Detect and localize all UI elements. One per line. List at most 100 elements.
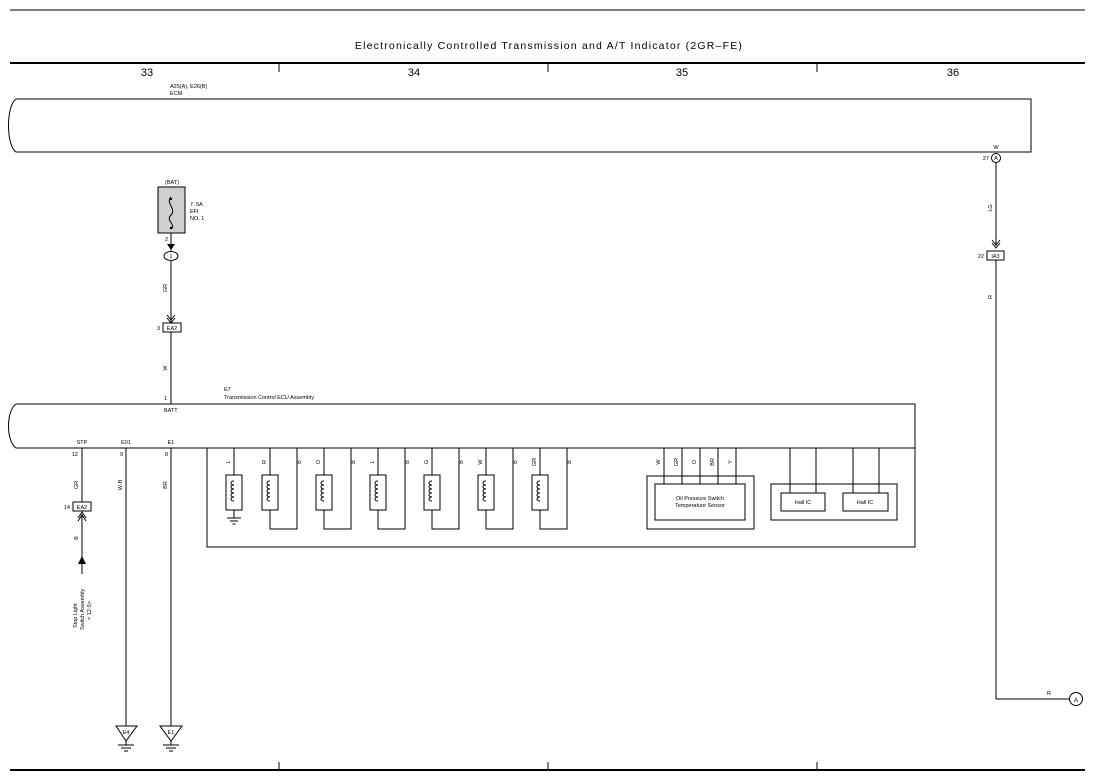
connector-arrow xyxy=(991,239,1001,249)
ecm-pin-number: 27 xyxy=(983,156,989,162)
stp-gr-label: GR xyxy=(74,481,80,489)
tcu-box xyxy=(8,403,916,449)
solenoid-return-wire xyxy=(269,448,298,530)
ia3-pin: 22 xyxy=(978,254,984,260)
sensor-inner-box xyxy=(654,483,746,521)
solenoid-coil xyxy=(536,480,541,502)
gr-wire-label: GR xyxy=(163,284,169,292)
column-number: 33 xyxy=(141,67,153,79)
ecm-pin-wire-color: W xyxy=(993,145,999,151)
column-number: 36 xyxy=(947,67,959,79)
ea2-stp-pin: 14 xyxy=(64,505,70,511)
sensor-group: Oil Pressure Switch Temperature Sensor W… xyxy=(646,448,755,530)
ground-label: E1 xyxy=(168,730,175,736)
e01-wire-label: W-B xyxy=(118,479,124,490)
solenoid-coil xyxy=(320,480,325,502)
offpage-connector-letter: A xyxy=(1074,697,1079,704)
hall-ic-label: Hall IC xyxy=(857,500,874,506)
solenoid-wire-label: L xyxy=(226,460,232,463)
ea2-top-pin: 3 xyxy=(157,326,160,332)
ground-wire-group: W-B BR E4 E1 xyxy=(115,448,183,752)
ea2-top-name: EA2 xyxy=(167,326,177,332)
tcu-batt-label: BATT xyxy=(164,408,178,414)
solenoid-wire-label: B xyxy=(297,460,303,464)
solenoid-return-wire xyxy=(431,448,460,530)
ecm-connector-letter: A xyxy=(994,156,998,162)
fuse-name: EFI xyxy=(190,209,199,215)
solenoid-wire-label: W xyxy=(478,459,484,465)
stop-light-label-line1: Stop Light xyxy=(73,603,79,628)
tcu-pin-label: STP xyxy=(77,440,88,446)
stp-b-label: B xyxy=(74,536,80,540)
ground-label: E4 xyxy=(123,730,130,736)
sensor-wire-label: BR xyxy=(710,458,716,466)
tcu-name: Transmission Control ECU Assembly xyxy=(224,395,314,401)
ground-triangle xyxy=(115,725,138,742)
solenoid-wire-label: B xyxy=(405,460,411,464)
page-title: Electronically Controlled Transmission a… xyxy=(355,40,743,52)
sensor-wire-label: W xyxy=(656,459,662,465)
e1-wire-label: BR xyxy=(163,481,169,489)
r-wire-bottom-label: R xyxy=(1047,691,1051,697)
fuse-rating: 7. 5A xyxy=(190,202,203,208)
solenoid-return-wire xyxy=(323,448,352,530)
solenoid-return-wire xyxy=(539,448,568,530)
sensor-label-line1: Oil Pressure Switch xyxy=(676,496,724,502)
tcu-internal-box xyxy=(206,447,916,548)
ecm-box xyxy=(8,98,1032,153)
solenoid-wire-label: B xyxy=(513,460,519,464)
stop-light-arrow xyxy=(78,556,86,564)
solenoid-wire-label: R xyxy=(262,460,268,464)
hall-ic-box xyxy=(842,492,889,512)
stop-light-label-line2: Switch Assembly xyxy=(80,588,86,630)
ea2-top-connector xyxy=(162,322,182,333)
fuse-number: NO. 1 xyxy=(190,216,204,222)
tcu-pin-number: 12 xyxy=(72,452,78,458)
ea2-stp-name: EA2 xyxy=(77,505,87,511)
fuse-group: (BAT) 7. 5A EFI NO. 1 2 1 GR EA2 3 W xyxy=(157,180,204,404)
tcu-block: E7 Transmission Control ECU Assembly 1 B… xyxy=(8,387,916,458)
hall-group: Hall IC Hall IC xyxy=(770,448,898,521)
tcu-pin-label: E1 xyxy=(168,440,175,446)
ecm-name: ECM xyxy=(170,91,183,97)
solenoid-wire-label: B xyxy=(567,460,573,464)
right-wire-group: LG IA3 22 R R A xyxy=(978,162,1083,706)
solenoid-wire-label: B xyxy=(351,460,357,464)
solenoid-wire-label: O xyxy=(316,459,322,464)
ground-triangle xyxy=(159,725,183,742)
tcu-pin-label: E01 xyxy=(121,440,131,446)
solenoid-wire-label: L xyxy=(370,460,376,463)
sensor-wire-label: GR xyxy=(674,458,680,466)
fuse-pin: 2 xyxy=(165,237,168,243)
sensor-label-line2: Temperature Sensor xyxy=(675,503,725,509)
solenoid-return-wire xyxy=(485,448,514,530)
hall-ic-label: Hall IC xyxy=(795,500,812,506)
stp-wire-group: GR EA2 14 B Stop Light Switch Assembly <… xyxy=(64,448,93,630)
r-wire-label: R xyxy=(988,295,994,299)
solenoid-coil xyxy=(428,480,433,502)
tcu-ref: E7 xyxy=(224,387,231,393)
fuse-box xyxy=(157,186,186,234)
stop-light-label-line3: < 12-5> xyxy=(87,601,93,620)
tcu-pin-number: 8 xyxy=(165,452,168,458)
ia3-name: IA3 xyxy=(991,254,999,260)
fuse-source: (BAT) xyxy=(165,180,179,186)
fuse-terminal xyxy=(169,197,173,201)
frame xyxy=(10,9,1085,771)
ecm-ref: A25(A), E26(B) xyxy=(170,84,207,90)
w-wire-label: W xyxy=(163,365,169,371)
solenoid-coil xyxy=(482,480,487,502)
junction-oval xyxy=(163,251,179,261)
fuse-terminal xyxy=(169,226,173,230)
fuse-arrow xyxy=(167,244,175,250)
fuse-element xyxy=(168,196,174,230)
column-number: 34 xyxy=(408,67,420,79)
tcu-pin-number: 9 xyxy=(120,452,123,458)
ea2-stp-connector xyxy=(72,501,92,512)
solenoid-coil xyxy=(230,480,235,502)
sensor-wire-label: O xyxy=(692,459,698,464)
hall-outer-box xyxy=(770,483,898,521)
